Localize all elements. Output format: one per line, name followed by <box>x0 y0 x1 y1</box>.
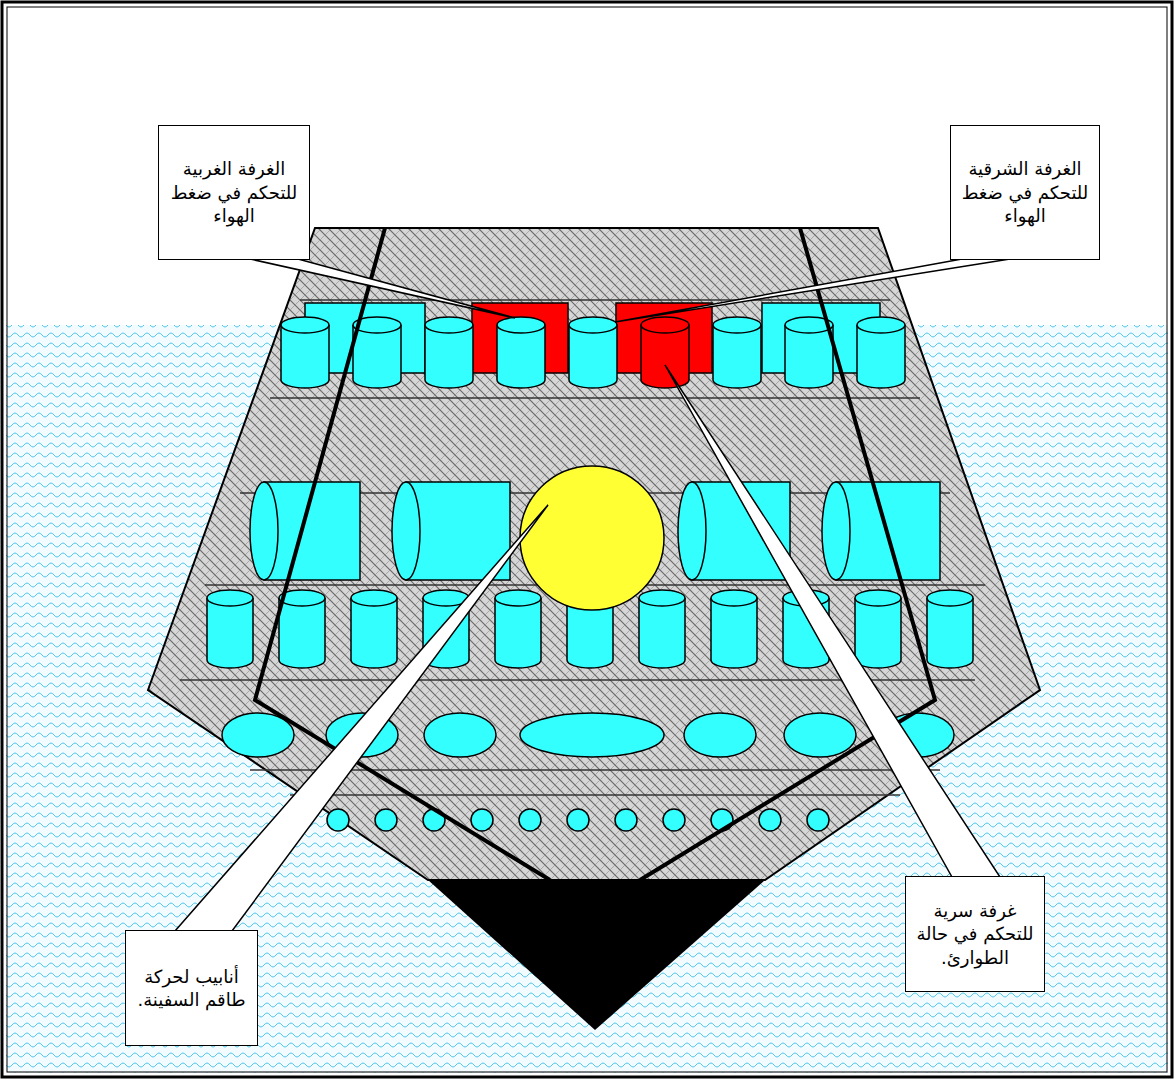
callout-text: الغرفة الشرقية للتحكم في ضغط الهواء <box>959 157 1091 227</box>
callout-text: أنابيب لحركة طاقم السفينة. <box>134 965 249 1012</box>
callout-box: الغرفة الغربية للتحكم في ضغط الهواء <box>158 125 310 260</box>
callout-box: غرفة سرية للتحكم في حالة الطوارئ. <box>905 876 1045 992</box>
cylinder-top <box>713 317 761 333</box>
oval-room <box>784 713 856 757</box>
porthole <box>759 809 781 831</box>
cylinder-room <box>857 325 905 388</box>
oval-room <box>424 713 496 757</box>
crew-tube <box>520 466 664 610</box>
cylinder-room <box>207 598 253 668</box>
callout-text: غرفة سرية للتحكم في حالة الطوارئ. <box>914 899 1036 969</box>
frame <box>7 7 1167 1072</box>
tank-end <box>678 482 706 580</box>
ship-hull <box>148 228 1040 880</box>
cylinder-top <box>281 317 329 333</box>
cylinder-top <box>711 590 757 606</box>
porthole <box>471 809 493 831</box>
ship-keel <box>428 880 765 1030</box>
cylinder-room <box>351 598 397 668</box>
cylinder-room <box>927 598 973 668</box>
porthole <box>567 809 589 831</box>
callout-text: الغرفة الغربية للتحكم في ضغط الهواء <box>167 157 301 227</box>
rooms <box>207 303 973 831</box>
cylinder-room <box>279 598 325 668</box>
cylinder-room <box>641 325 689 388</box>
cylinder-room <box>639 598 685 668</box>
cylinder-top <box>351 590 397 606</box>
callout-box: أنابيب لحركة طاقم السفينة. <box>125 930 258 1046</box>
cylinder-room <box>497 325 545 388</box>
porthole <box>519 809 541 831</box>
callout-box: الغرفة الشرقية للتحكم في ضغط الهواء <box>950 125 1100 260</box>
cylinder-top <box>569 317 617 333</box>
cylinder-room <box>855 598 901 668</box>
cylinder-room <box>353 325 401 388</box>
cylinder-top <box>857 317 905 333</box>
tank-end <box>392 482 420 580</box>
oval-room <box>684 713 756 757</box>
callout-pointers <box>175 259 1010 931</box>
inner-frame <box>255 228 935 880</box>
porthole <box>327 809 349 831</box>
porthole <box>807 809 829 831</box>
porthole <box>375 809 397 831</box>
cylinder-top <box>497 317 545 333</box>
oval-room <box>520 713 664 757</box>
cylinder-room <box>425 325 473 388</box>
cylinder-top <box>641 317 689 333</box>
cylinder-room <box>569 325 617 388</box>
cylinder-room <box>281 325 329 388</box>
cylinder-room <box>711 598 757 668</box>
cylinder-top <box>425 317 473 333</box>
oval-room <box>222 713 294 757</box>
cylinder-room <box>495 598 541 668</box>
porthole <box>663 809 685 831</box>
cylinder-room <box>713 325 761 388</box>
cylinder-room <box>785 325 833 388</box>
cylinder-top <box>495 590 541 606</box>
cylinder-top <box>639 590 685 606</box>
porthole <box>615 809 637 831</box>
tank-end <box>250 482 278 580</box>
tank-end <box>822 482 850 580</box>
cylinder-top <box>927 590 973 606</box>
cylinder-top <box>855 590 901 606</box>
cylinder-top <box>207 590 253 606</box>
